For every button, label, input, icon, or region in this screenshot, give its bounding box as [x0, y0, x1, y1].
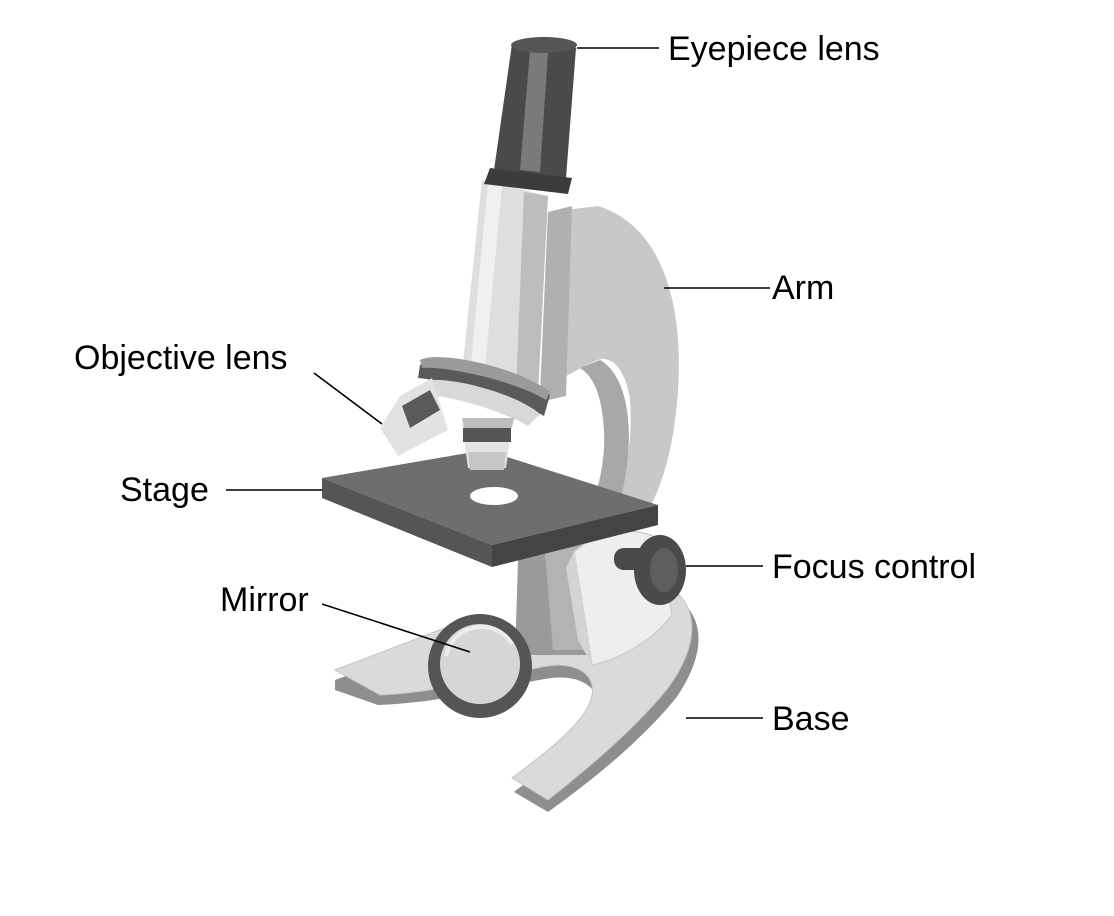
objective-lens-label: Objective lens	[74, 339, 288, 377]
focus-knob-part	[614, 535, 686, 605]
mirror-label: Mirror	[220, 581, 309, 619]
mirror-leader-line	[321, 603, 471, 653]
mirror-part	[428, 614, 532, 718]
labels: Eyepiece lens Arm Objective lens Stage F…	[74, 30, 976, 738]
body-tube-part	[462, 180, 548, 395]
arm-label: Arm	[772, 269, 834, 307]
stage-part	[322, 450, 658, 567]
stage-label: Stage	[120, 471, 209, 509]
base-label: Base	[772, 700, 850, 738]
focus-control-label: Focus control	[772, 548, 976, 586]
objective-leader-line	[313, 372, 383, 425]
objective-lens-front	[462, 418, 514, 470]
eyepiece-lens-label: Eyepiece lens	[668, 30, 880, 68]
nosepiece-part	[418, 357, 550, 426]
eyepiece-part	[484, 37, 577, 194]
objective-lens-side	[380, 378, 448, 456]
leader-lines	[226, 47, 770, 719]
